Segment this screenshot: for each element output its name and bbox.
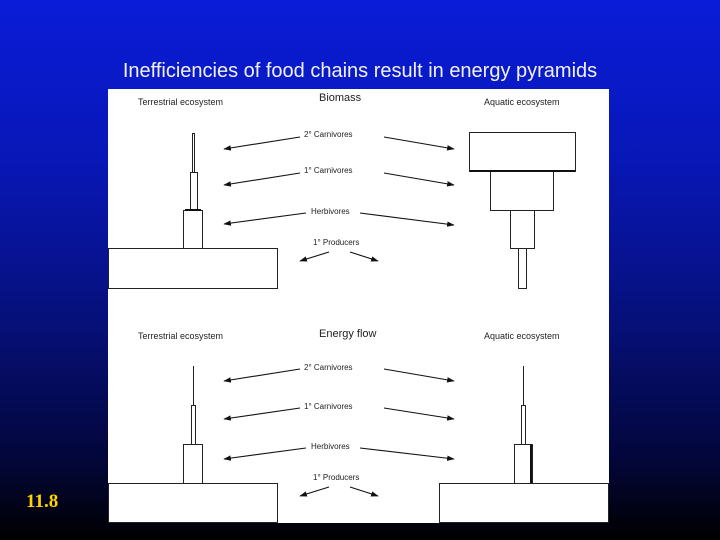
top-aquatic-pyramid (469, 132, 576, 289)
pyramid-diagram: Terrestrial ecosystem Biomass Aquatic ec… (108, 92, 609, 523)
top-left-arrows (223, 136, 330, 262)
top-terrestrial-producers-bar (108, 248, 278, 289)
top-aquatic-herbivores-bar (510, 210, 535, 249)
top-arrow-right-2 (383, 172, 455, 187)
top-terrestrial-2-carnivores-bar (192, 133, 195, 173)
bottom-arrow-left-1 (223, 368, 301, 383)
top-terrestrial-1-carnivores-bar (190, 172, 198, 211)
top-terrestrial-pyramid (108, 133, 278, 289)
top-arrow-left-1 (223, 136, 301, 151)
bottom-terrestrial-pyramid (108, 405, 278, 523)
top-aquatic-2-carnivores-bar (469, 132, 576, 172)
top-terrestrial-label: Terrestrial ecosystem (138, 97, 223, 107)
top-arrow-right-3 (359, 212, 455, 227)
top-arrow-right-1 (383, 136, 455, 151)
top-aquatic-1-carnivores-bar (490, 171, 554, 211)
bottom-aquatic-pyramid (439, 405, 609, 523)
bottom-aquatic-producers-bar (439, 483, 609, 523)
top-arrow-left-4 (299, 251, 330, 262)
bottom-terrestrial-label: Terrestrial ecosystem (138, 331, 223, 341)
top-terrestrial-herbivores-bar (183, 210, 203, 249)
bottom-arrow-right-2 (383, 407, 455, 421)
top-level-herbivores: Herbivores (311, 207, 350, 216)
bottom-arrow-right-4 (349, 486, 379, 497)
bottom-arrow-right-3 (359, 447, 455, 461)
top-aquatic-producers-bar (518, 248, 527, 289)
bottom-heading: Energy flow (319, 328, 377, 340)
bottom-aquatic-herbivores-bar (514, 444, 533, 484)
bottom-level-1-carnivores: 1° Carnivores (304, 402, 353, 411)
bottom-aquatic-1-carnivores-bar (521, 405, 526, 445)
top-right-arrows (349, 136, 455, 262)
bottom-right-arrows (349, 368, 455, 497)
bottom-level-herbivores: Herbivores (311, 442, 350, 451)
top-level-1-carnivores: 1° Carnivores (304, 166, 353, 175)
bottom-left-arrows (223, 368, 330, 497)
bottom-arrow-left-4 (299, 486, 330, 497)
top-aquatic-label: Aquatic ecosystem (484, 97, 560, 107)
bottom-level-producers: 1° Producers (313, 473, 359, 482)
bottom-arrow-left-3 (223, 447, 307, 461)
bottom-aquatic-label: Aquatic ecosystem (484, 331, 560, 341)
bottom-terrestrial-1-carnivores-bar (191, 405, 196, 445)
slide-number: 11.8 (26, 491, 59, 512)
top-arrow-left-2 (223, 172, 301, 187)
top-arrow-right-4 (349, 251, 379, 262)
top-heading: Biomass (319, 92, 362, 104)
slide-title: Inefficiencies of food chains result in … (122, 60, 598, 82)
energy-pyramid-figure: Terrestrial ecosystem Biomass Aquatic ec… (108, 89, 609, 523)
bottom-arrow-left-2 (223, 407, 301, 421)
bottom-arrow-right-1 (383, 368, 455, 383)
bottom-terrestrial-herbivores-bar (183, 444, 203, 484)
top-arrow-left-3 (223, 212, 307, 226)
bottom-level-2-carnivores: 2° Carnivores (304, 363, 353, 372)
top-level-producers: 1° Producers (313, 238, 359, 247)
top-level-2-carnivores: 2° Carnivores (304, 130, 353, 139)
bottom-terrestrial-producers-bar (108, 483, 278, 523)
